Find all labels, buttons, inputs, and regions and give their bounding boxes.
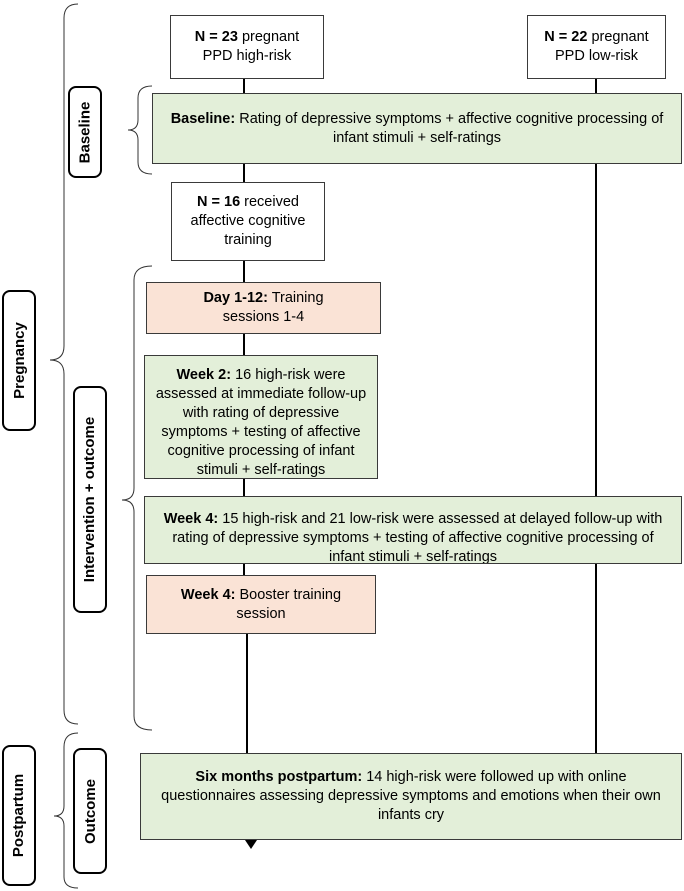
week2-box: Week 2: 16 high-risk were assessed at im… — [144, 355, 378, 479]
high-risk-box-bold: N = 23 — [194, 29, 238, 45]
booster-training-box-bold: Week 4: — [180, 586, 236, 603]
week2-box-text: 16 high-risk were assessed at immediate … — [155, 367, 367, 478]
week4-assessment-box: Week 4: 15 high-risk and 21 low-risk wer… — [144, 496, 682, 564]
low-risk-box: N = 22 pregnant PPD low-risk — [527, 15, 666, 79]
baseline-label-text: Baseline — [76, 101, 94, 163]
baseline-box-text: Rating of depressive symptoms + affectiv… — [235, 110, 664, 146]
postpartum-bracket — [53, 732, 79, 889]
intervention-outcome-label-text: Intervention + outcome — [81, 416, 99, 583]
week2-box-bold: Week 2: — [176, 367, 232, 383]
arrow-head — [245, 840, 257, 849]
low-risk-box-bold: N = 22 — [544, 29, 588, 45]
training-sessions-box: Day 1-12: Training sessions 1-4 — [146, 282, 381, 334]
received-training-box-text: received affective cognitive training — [190, 194, 306, 248]
pregnancy-label-text: Pregnancy — [10, 322, 28, 399]
six-months-box: Six months postpartum: 14 high-risk were… — [140, 753, 682, 840]
high-risk-box-text: pregnant PPD high-risk — [202, 29, 300, 64]
baseline-box-bold: Baseline: — [170, 110, 236, 127]
intervention-bracket — [121, 265, 153, 731]
booster-training-box: Week 4: Booster training session — [146, 575, 376, 634]
six-months-box-bold: Six months postpartum: — [195, 769, 363, 785]
outcome-label-text: Outcome — [81, 778, 99, 844]
training-sessions-box-bold: Day 1-12: — [203, 290, 268, 306]
low-risk-box-text: pregnant PPD low-risk — [555, 29, 649, 64]
pregnancy-bracket — [49, 3, 79, 725]
baseline-bracket — [127, 85, 153, 175]
week4-assessment-box-text: 15 high-risk and 21 low-risk were assess… — [172, 511, 663, 564]
outcome-label: Outcome — [73, 748, 107, 874]
baseline-box: Baseline: Rating of depressive symptoms … — [152, 93, 682, 164]
training-sessions-box-text: Training sessions 1-4 — [222, 290, 324, 325]
baseline-label: Baseline — [68, 86, 102, 178]
high-risk-box: N = 23 pregnant PPD high-risk — [170, 15, 324, 79]
postpartum-label-text: Postpartum — [10, 773, 28, 858]
intervention-outcome-label: Intervention + outcome — [73, 386, 107, 613]
week4-assessment-box-bold: Week 4: — [163, 511, 219, 527]
pregnancy-label: Pregnancy — [2, 290, 36, 431]
six-months-box-text: 14 high-risk were followed up with onlin… — [161, 769, 661, 823]
postpartum-label: Postpartum — [2, 745, 36, 886]
received-training-box-bold: N = 16 — [197, 194, 241, 210]
booster-training-box-text: Booster training session — [235, 586, 342, 622]
received-training-box: N = 16 received affective cognitive trai… — [171, 182, 325, 261]
